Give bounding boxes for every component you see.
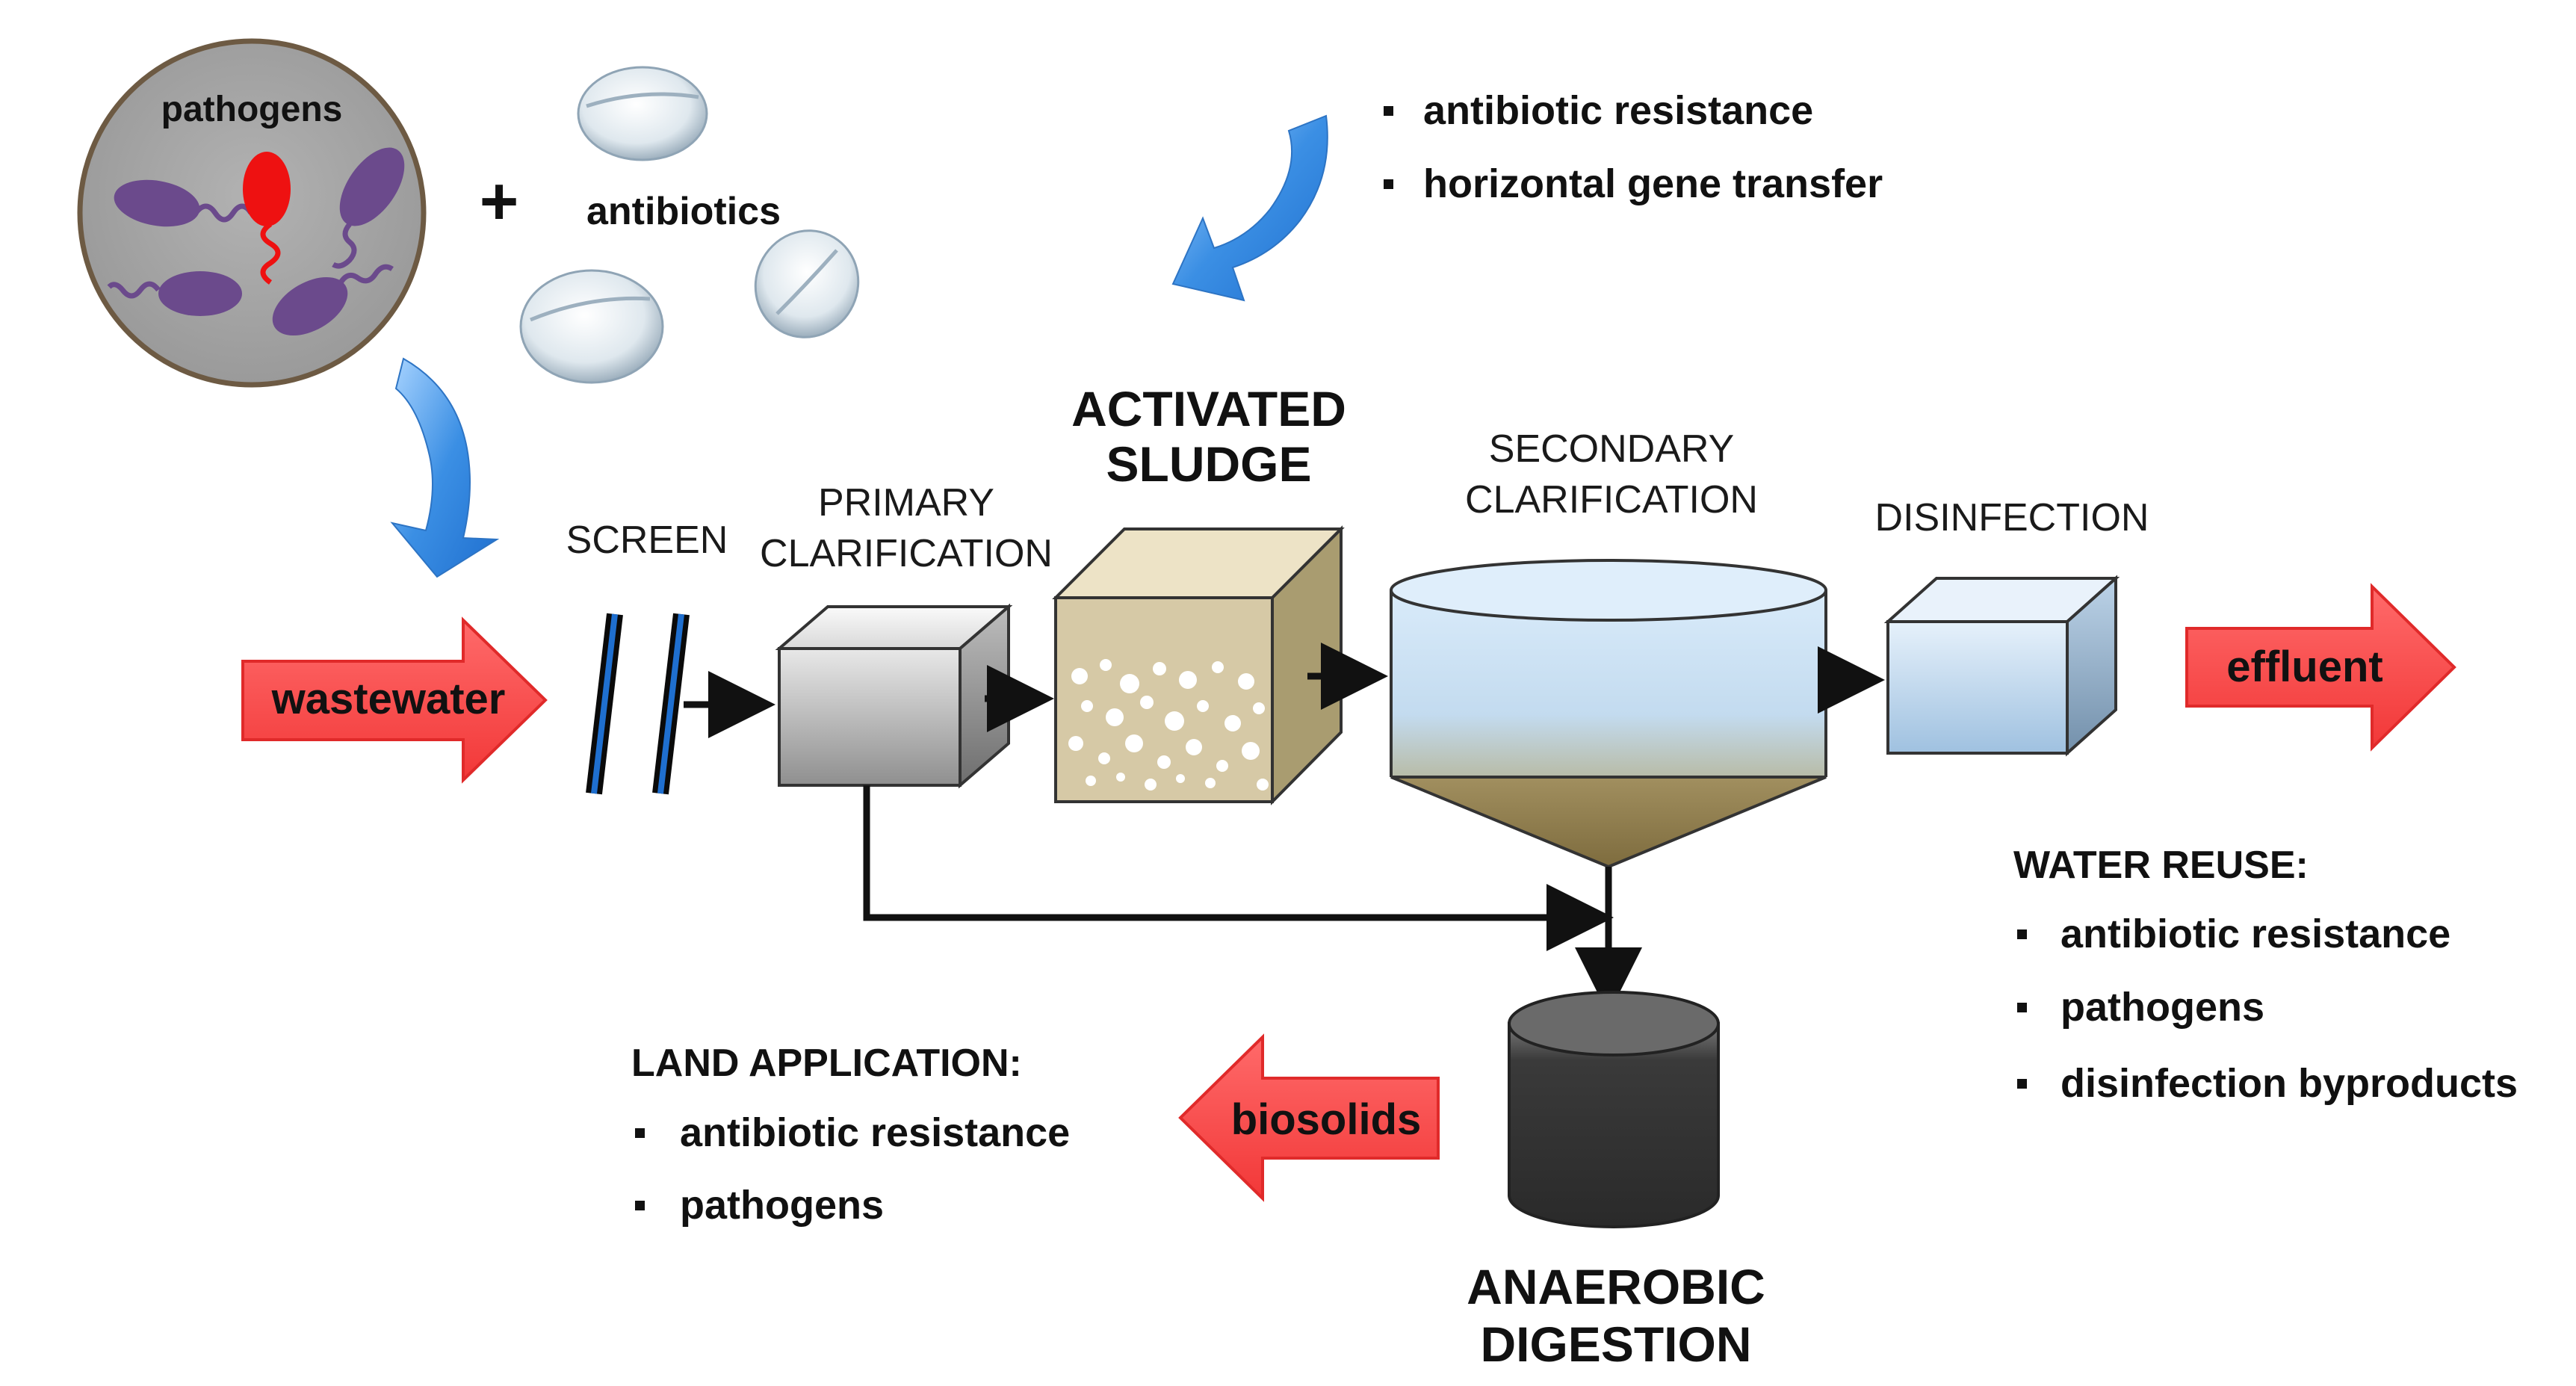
secondary-label-line1: SECONDARY <box>1489 427 1734 471</box>
biosolids-arrow: biosolids <box>1178 1033 1440 1202</box>
land-application-title: LAND APPLICATION: <box>631 1042 1022 1085</box>
concern-item: horizontal gene transfer <box>1423 161 1883 206</box>
blue-concern-arrow <box>1171 114 1328 302</box>
water-reuse-title: WATER REUSE: <box>2013 844 2309 887</box>
antibiotic-pill <box>577 66 708 161</box>
concern-item: antibiotic resistance <box>1423 88 1813 133</box>
pathogen-cell-resistant <box>243 152 291 285</box>
land-application-list: LAND APPLICATION: antibiotic resistance … <box>631 1042 1070 1228</box>
secondary-clarifier <box>1390 559 1827 869</box>
anaerobic-digester <box>1508 991 1720 1228</box>
sludge-line <box>863 785 1614 951</box>
bullet-icon <box>635 1201 645 1210</box>
bullet-icon <box>635 1128 645 1138</box>
antibiotic-pill <box>519 269 664 384</box>
biosolids-label: biosolids <box>1231 1095 1422 1144</box>
pathogen-cell <box>114 179 253 227</box>
concerns-top-list: antibiotic resistance horizontal gene tr… <box>1384 88 1883 206</box>
bullet-icon <box>2017 1079 2027 1089</box>
water-reuse-item: pathogens <box>2061 985 2264 1030</box>
pathogen-cell <box>272 264 394 336</box>
screen-label: SCREEN <box>566 519 728 562</box>
land-application-item: antibiotic resistance <box>680 1110 1070 1155</box>
activated-label-line2: SLUDGE <box>1106 436 1311 492</box>
effluent-arrow: effluent <box>2185 583 2456 752</box>
disinfection-unit <box>1883 575 2120 757</box>
bullet-icon <box>2017 929 2027 939</box>
primary-clarifier <box>775 603 1013 789</box>
water-reuse-item: disinfection byproducts <box>2061 1061 2518 1106</box>
pathogens-label: pathogens <box>161 90 343 129</box>
wastewater-arrow: wastewater <box>241 616 548 784</box>
primary-label-line1: PRIMARY <box>818 481 994 525</box>
wastewater-label: wastewater <box>271 675 506 723</box>
effluent-label: effluent <box>2226 643 2383 691</box>
activated-sludge-tank <box>1052 525 1345 805</box>
blue-input-arrow <box>390 357 500 578</box>
bullet-icon <box>1384 179 1393 189</box>
bullet-icon <box>2017 1003 2027 1012</box>
primary-label-line2: CLARIFICATION <box>760 532 1053 575</box>
water-reuse-item: antibiotic resistance <box>2061 912 2450 956</box>
bullet-icon <box>1384 106 1393 116</box>
anaerobic-label-line1: ANAEROBIC <box>1467 1259 1765 1314</box>
secondary-label-line2: CLARIFICATION <box>1465 478 1758 522</box>
land-application-item: pathogens <box>680 1183 884 1228</box>
antibiotics-label: antibiotics <box>586 190 781 233</box>
anaerobic-label-line2: DIGESTION <box>1480 1317 1751 1372</box>
pathogens-dish: pathogens <box>77 38 427 388</box>
pathogen-cell <box>332 147 405 269</box>
aeration-bubbles <box>1068 659 1269 791</box>
screen-icon <box>586 613 690 795</box>
water-reuse-list: WATER REUSE: antibiotic resistance patho… <box>2013 844 2518 1106</box>
disinfection-label: DISINFECTION <box>1875 496 2149 539</box>
antibiotic-pill <box>754 229 860 338</box>
pathogen-cell <box>107 271 242 316</box>
plus-sign: + <box>480 164 519 239</box>
activated-label-line1: ACTIVATED <box>1071 381 1346 436</box>
